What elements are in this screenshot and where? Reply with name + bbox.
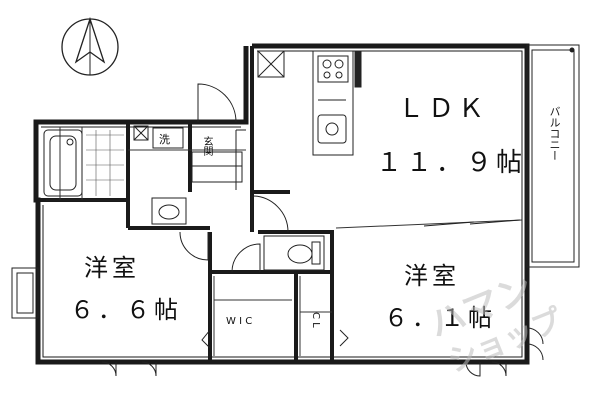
sliding-door	[46, 199, 521, 227]
balcony-outline	[526, 44, 580, 268]
western-left-room-name: 洋室	[84, 254, 140, 282]
wic-label: W I C	[226, 316, 253, 327]
western-left-room-size: ６．６帖	[70, 296, 182, 324]
balcony-label: バルコニー	[548, 106, 561, 161]
door-swings	[101, 83, 544, 377]
entrance-steps	[191, 129, 246, 190]
bathtub-icon	[43, 129, 83, 197]
compass-north-arrow-icon	[61, 16, 119, 76]
wash-basin-icon	[151, 197, 187, 225]
shower-tiles	[86, 130, 124, 196]
toilet-icon	[263, 235, 325, 271]
western-right-room-size: ６．１帖	[384, 304, 496, 332]
ldk-room-size: １１．９帖	[376, 148, 527, 178]
closet-label: C L	[310, 312, 321, 328]
wash-label: 洗	[159, 133, 170, 146]
western-right-room-name: 洋室	[404, 262, 460, 290]
ldk-room-name: ＬＤＫ	[398, 94, 489, 124]
outer-walls-inner	[41, 50, 523, 358]
kitchen-counter	[257, 50, 362, 156]
entrance-label: 玄関	[201, 136, 212, 156]
bay-window	[11, 267, 39, 319]
washer-box	[133, 125, 184, 149]
